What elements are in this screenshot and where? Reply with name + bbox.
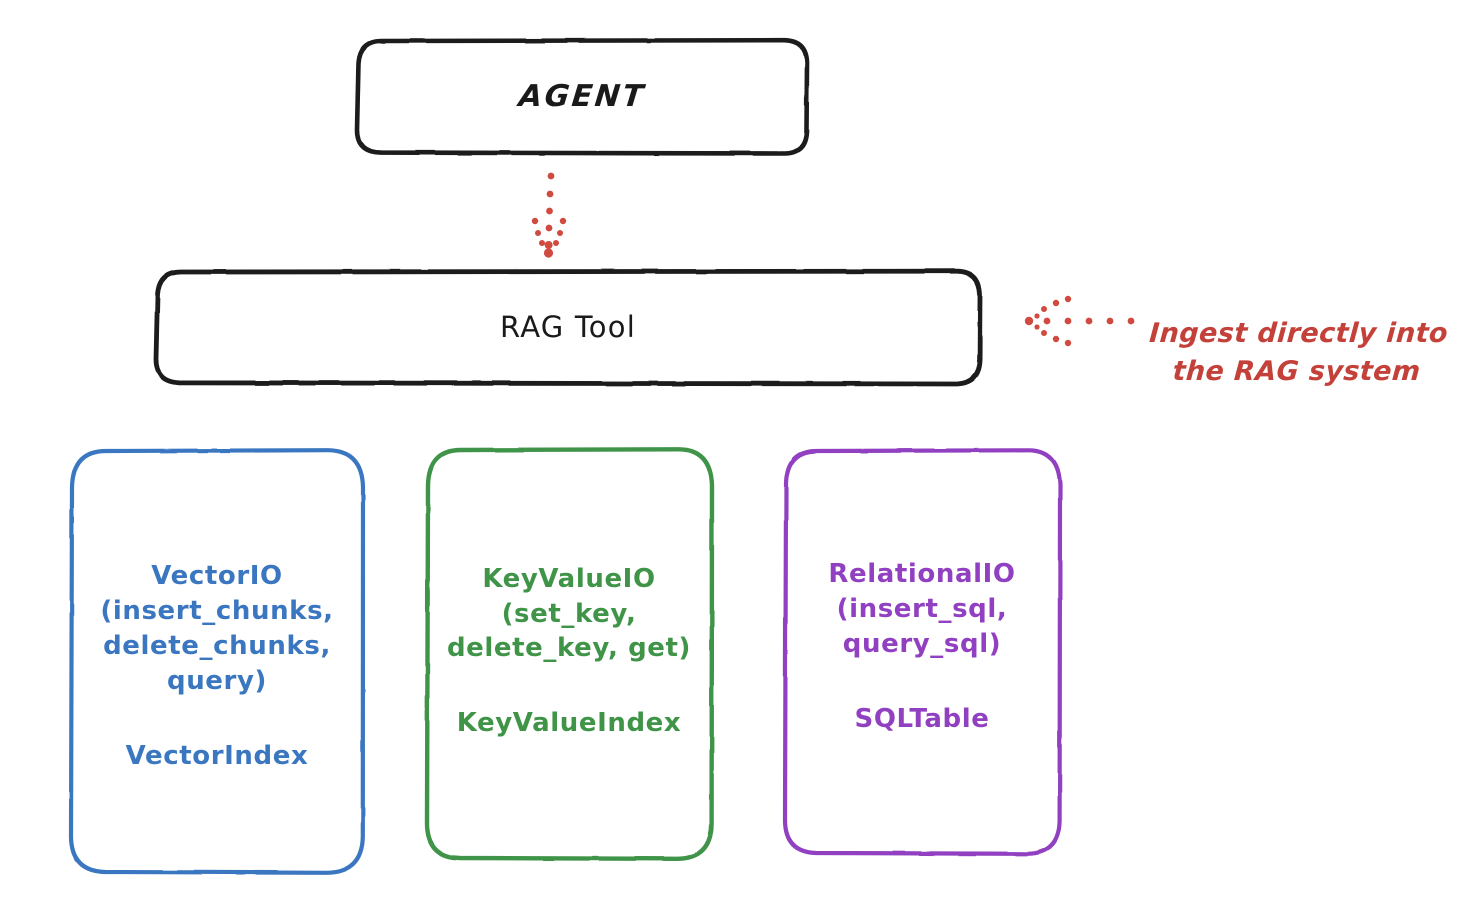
key-value-io-index-label: KeyValueIndex: [456, 708, 682, 739]
relational-io-content: RelationalIO (insert_sql, query_sql) SQL…: [785, 557, 1059, 733]
ingest-annotation: Ingest directly into the RAG system: [1143, 278, 1473, 427]
vector-io-api-label: VectorIO (insert_chunks, delete_chunks, …: [100, 561, 334, 696]
ingest-annotation-line1: Ingest directly into: [1148, 318, 1449, 350]
key-value-io-node[interactable]: KeyValueIO (set_key, delete_key, get) Ke…: [427, 449, 711, 859]
key-value-io-box-outline: [424, 447, 715, 861]
rag-tool-label: RAG Tool: [500, 310, 636, 344]
agent-label: AGENT: [516, 79, 648, 114]
key-value-io-content: KeyValueIO (set_key, delete_key, get) Ke…: [427, 562, 711, 738]
rag-tool-box-outline: [153, 268, 983, 387]
relational-io-node[interactable]: RelationalIO (insert_sql, query_sql) SQL…: [785, 449, 1059, 854]
rag-tool-node[interactable]: RAG Tool: [156, 270, 980, 384]
vector-io-content: VectorIO (insert_chunks, delete_chunks, …: [71, 559, 363, 770]
vector-io-index-label: VectorIndex: [125, 740, 309, 771]
relational-io-box-outline: [782, 448, 1063, 856]
agent-to-rag-tool-arrow: [531, 172, 567, 258]
vector-io-box-outline: [68, 448, 366, 875]
relational-io-index-label: SQLTable: [854, 703, 990, 734]
vector-io-node[interactable]: VectorIO (insert_chunks, delete_chunks, …: [71, 449, 363, 873]
ingest-pointer-arrow: [1024, 295, 1135, 347]
agent-node[interactable]: AGENT: [357, 39, 807, 154]
ingest-annotation-line2: the RAG system: [1171, 355, 1422, 387]
agent-box-outline: [354, 37, 810, 156]
key-value-io-api-label: KeyValueIO (set_key, delete_key, get): [446, 563, 692, 664]
relational-io-api-label: RelationalIO (insert_sql, query_sql): [828, 559, 1016, 659]
